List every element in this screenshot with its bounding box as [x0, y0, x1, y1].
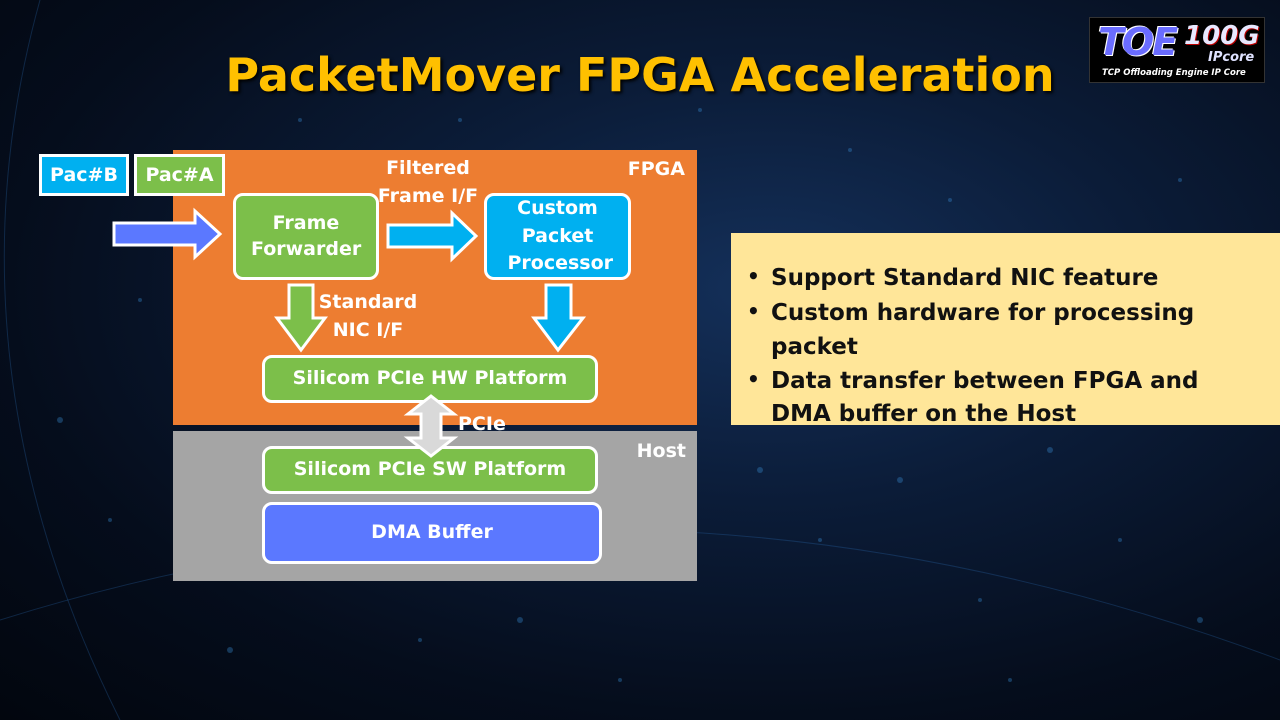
packet-a: Pac#A	[134, 154, 225, 196]
host-label: Host	[636, 440, 686, 462]
sw-platform-box: Silicom PCIe SW Platform	[262, 446, 598, 494]
dma-buffer-label: DMA Buffer	[371, 521, 493, 544]
custom-packet-processor-label: Custom Packet Processor	[507, 197, 614, 275]
logo-main: TOE	[1098, 20, 1178, 64]
logo-ip: IPcore	[1208, 50, 1255, 65]
logo-speed: 100G	[1184, 21, 1260, 51]
feature-item: Data transfer between FPGA and DMA buffe…	[739, 365, 1260, 432]
dma-buffer-box: DMA Buffer	[262, 502, 602, 564]
feature-notes: Support Standard NIC feature Custom hard…	[731, 233, 1280, 427]
feature-item: Custom hardware for processing packet	[739, 296, 1260, 365]
sw-platform-label: Silicom PCIe SW Platform	[293, 458, 567, 481]
custom-packet-processor-box: Custom Packet Processor	[484, 193, 631, 280]
feature-list: Support Standard NIC feature Custom hard…	[739, 261, 1260, 431]
packet-b: Pac#B	[39, 154, 129, 196]
pcie-label: PCIe	[458, 413, 506, 435]
standard-nic-if-label: Standard NIC I/F	[318, 291, 418, 341]
toe-logo: TOE 100G IPcore TCP Offloading Engine IP…	[1089, 17, 1265, 83]
frame-forwarder-label: Frame Forwarder	[251, 211, 362, 260]
page-title: PacketMover FPGA Acceleration	[225, 48, 1055, 102]
feature-item: Support Standard NIC feature	[739, 261, 1260, 296]
frame-forwarder-box: Frame Forwarder	[233, 193, 379, 280]
logo-tagline: TCP Offloading Engine IP Core	[1102, 68, 1246, 78]
hw-platform-label: Silicom PCIe HW Platform	[292, 367, 568, 390]
filtered-frame-if-label: Filtered Frame I/F	[377, 157, 479, 207]
hw-platform-box: Silicom PCIe HW Platform	[262, 355, 598, 403]
fpga-label: FPGA	[627, 158, 685, 180]
